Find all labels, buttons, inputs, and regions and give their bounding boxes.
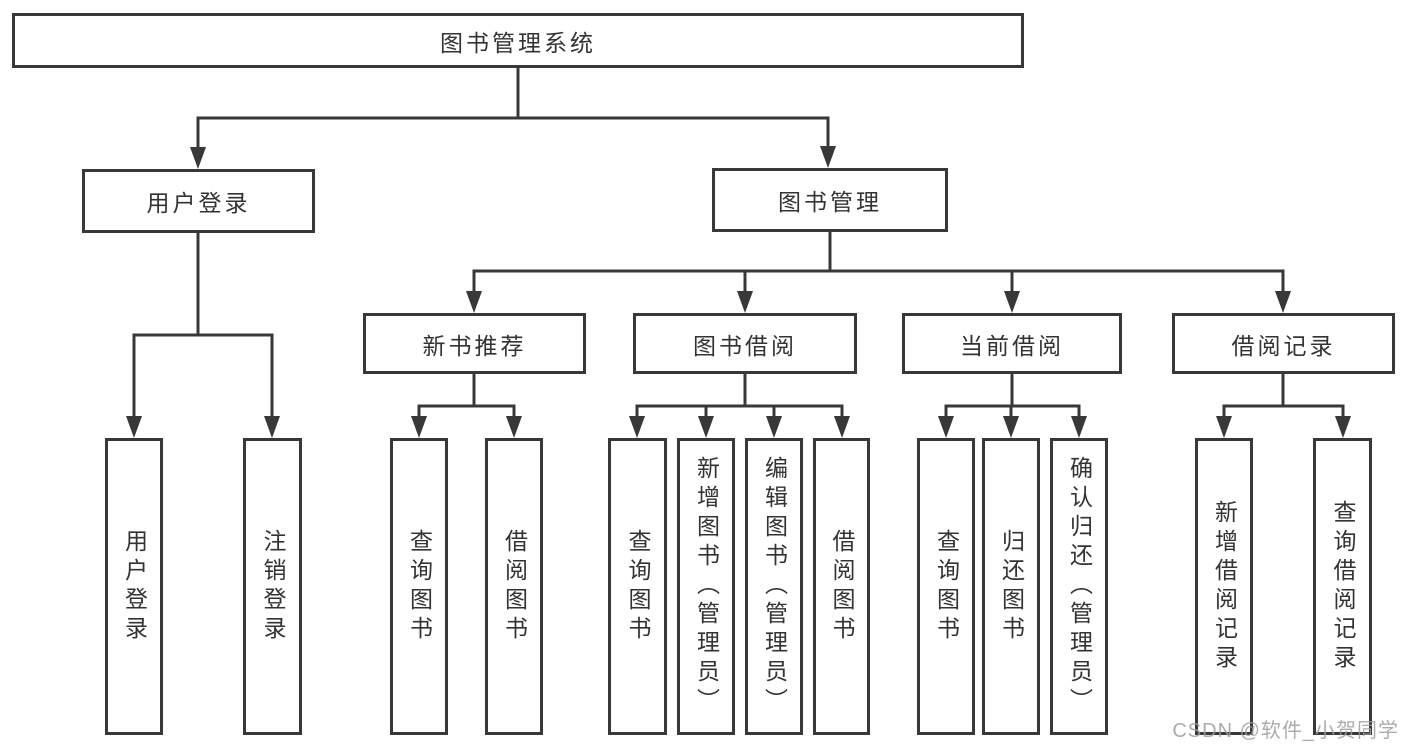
leaf-br-query-record: 查询借阅记录 xyxy=(1313,438,1372,735)
leaf-rec-query-books: 查询图书 xyxy=(390,438,448,735)
leaf-bb-query-books: 查询图书 xyxy=(608,438,667,735)
leaf-br-add-record: 新增借阅记录 xyxy=(1195,438,1253,735)
leaf-bb-edit-books-admin: 编辑图书（管理员） xyxy=(745,438,803,735)
leaf-rec-borrow-books: 借阅图书 xyxy=(485,438,543,735)
leaf-cb-confirm-return-admin: 确认归还（管理员） xyxy=(1050,438,1108,735)
node-new-book-recommend: 新书推荐 xyxy=(363,313,586,374)
leaf-bb-borrow-books: 借阅图书 xyxy=(813,438,870,735)
csdn-watermark: CSDN @软件_小贺同学 xyxy=(1172,720,1399,742)
node-book-management: 图书管理 xyxy=(712,168,948,232)
node-borrow-records: 借阅记录 xyxy=(1172,313,1395,374)
node-current-borrow: 当前借阅 xyxy=(902,313,1122,374)
node-book-borrow: 图书借阅 xyxy=(633,313,857,374)
leaf-logout: 注销登录 xyxy=(243,438,302,735)
node-user-login: 用户登录 xyxy=(82,169,315,233)
leaf-bb-add-books-admin: 新增图书（管理员） xyxy=(677,438,735,735)
leaf-user-login: 用户登录 xyxy=(105,438,163,735)
node-root: 图书管理系统 xyxy=(12,13,1024,68)
leaf-cb-return-books: 归还图书 xyxy=(982,438,1040,735)
leaf-cb-query-books: 查询图书 xyxy=(917,438,975,735)
